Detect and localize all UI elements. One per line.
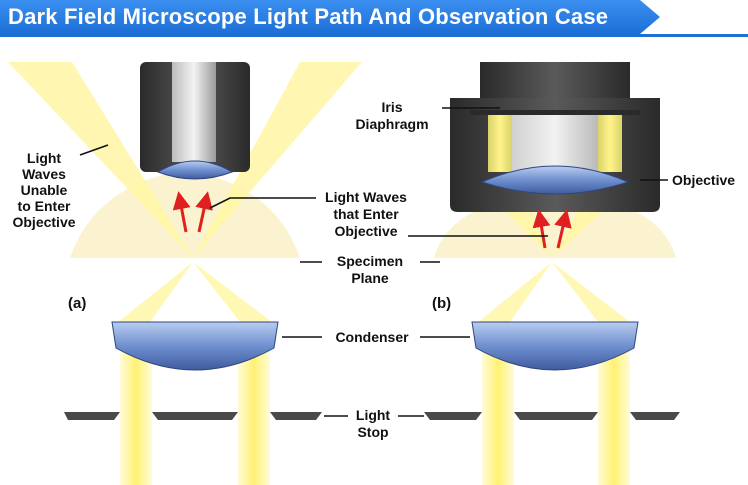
label-unable-line4: to Enter: [18, 198, 71, 214]
label-specimen-line2: Plane: [351, 270, 389, 286]
title-banner: [0, 0, 660, 34]
panel-b-tag: (b): [432, 295, 451, 312]
label-unable-line2: Waves: [22, 166, 66, 182]
page-title: Dark Field Microscope Light Path And Obs…: [8, 4, 609, 29]
beam-vertical-right-a: [238, 350, 270, 485]
beam-vertical-left-b: [482, 350, 514, 485]
panel-a-tag: (a): [68, 295, 86, 312]
beam-lower-right-a: [193, 262, 272, 322]
leader-lines: [79, 107, 668, 417]
beam-vertical-left-a: [120, 350, 152, 485]
condenser-lens-a: [111, 321, 279, 371]
labels: Light Waves Unable to Enter Objective Li…: [12, 99, 735, 440]
red-arrow-left-a: [172, 191, 191, 233]
light-stop-left-a: [64, 412, 120, 420]
title-underline: [0, 34, 748, 37]
label-unable-line1: Light: [27, 150, 62, 166]
panel-b: (b): [424, 62, 680, 485]
objective-front-lens-a: [156, 160, 234, 180]
objective-cone-a: [70, 170, 300, 258]
label-iris-line1: Iris: [381, 99, 402, 115]
beam-upper-right-a: [193, 62, 362, 258]
light-stop-center-b: [514, 412, 598, 420]
label-enter-line2: that Enter: [333, 206, 399, 222]
red-arrow-left-b: [532, 209, 551, 249]
objective-front-lens-b: [480, 165, 630, 195]
red-arrow-right-a: [195, 191, 213, 233]
iris-diaphragm-left-b: [488, 112, 512, 172]
label-objective: Objective: [672, 172, 735, 188]
label-unable-line5: Objective: [12, 214, 75, 230]
beam-lower-left-b: [478, 262, 552, 322]
beam-lower-right-b: [552, 262, 630, 322]
iris-diaphragm-right-b: [598, 112, 622, 172]
label-specimen-line1: Specimen: [337, 253, 403, 269]
light-stop-right-b: [630, 412, 680, 420]
label-enter-line3: Objective: [334, 223, 397, 239]
light-stop-left-b: [424, 412, 482, 420]
light-stop-center-a: [152, 412, 238, 420]
label-stop-line2: Stop: [357, 424, 388, 440]
label-unable-line3: Unable: [21, 182, 68, 198]
label-iris-line2: Diaphragm: [355, 116, 428, 132]
label-enter-line1: Light Waves: [325, 189, 407, 205]
objective-tube-a: [172, 62, 216, 162]
light-stop-right-a: [270, 412, 322, 420]
beam-lower-left-a: [118, 262, 193, 322]
beam-vertical-right-b: [598, 350, 630, 485]
panel-a: (a): [8, 62, 362, 485]
leader-unable: [79, 144, 109, 156]
condenser-lens-b: [471, 321, 639, 371]
label-condenser: Condenser: [335, 329, 409, 345]
red-arrow-right-b: [554, 209, 572, 249]
label-stop-line1: Light: [356, 407, 391, 423]
iris-diaphragm-bar-b: [470, 110, 640, 115]
leader-enter-a: [209, 197, 316, 209]
beam-upper-left-a: [8, 62, 193, 258]
